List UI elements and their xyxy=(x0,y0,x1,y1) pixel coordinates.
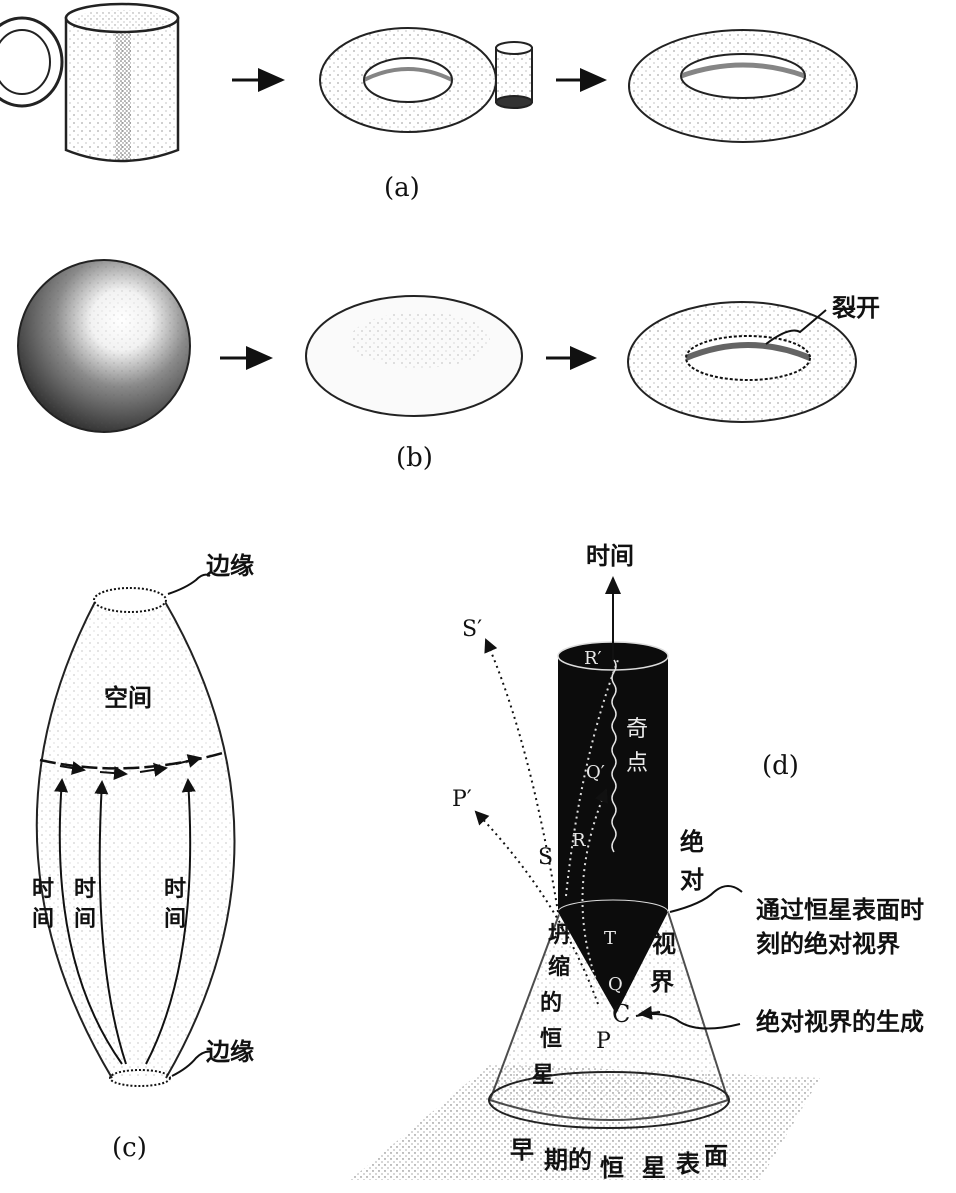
space-label: 空间 xyxy=(104,684,152,712)
horizon-label-2: 界 xyxy=(650,968,674,996)
caption-b: (b) xyxy=(396,443,433,473)
torus-with-handle-illustration xyxy=(319,27,533,133)
point-T: T xyxy=(604,928,616,949)
point-S-prime: S′ xyxy=(462,617,482,642)
tear-label: 裂开 xyxy=(832,294,880,322)
tear-pointer xyxy=(765,309,827,345)
time-label-2a: 时 xyxy=(74,877,96,902)
ray-inner-Q xyxy=(581,788,608,1001)
point-C: C xyxy=(612,1000,630,1028)
point-R: R xyxy=(572,830,586,851)
early-surface-2: 期的 xyxy=(544,1146,592,1174)
time-label-3a: 时 xyxy=(164,877,186,902)
time-label-3b: 间 xyxy=(164,907,186,932)
star-label-4: 恒 xyxy=(540,1026,562,1052)
mug-illustration xyxy=(0,2,180,163)
time-label-1b: 间 xyxy=(32,907,54,932)
early-surface-1: 早 xyxy=(510,1136,534,1164)
caption-c: (c) xyxy=(112,1133,147,1163)
point-Q-prime: Q′ xyxy=(586,762,605,783)
absolute-label-1: 绝 xyxy=(680,828,704,856)
point-P: P xyxy=(596,1029,611,1054)
time-label-1a: 时 xyxy=(32,877,54,902)
collapsing-star-cone xyxy=(488,911,730,1121)
star-label-5: 星 xyxy=(532,1063,554,1088)
sphere-illustration xyxy=(17,259,191,433)
horizon-through-surface-label-2: 刻的绝对视界 xyxy=(756,930,900,958)
torus-illustration xyxy=(628,29,858,143)
early-surface-4: 星 xyxy=(642,1154,666,1182)
torn-disc-illustration xyxy=(627,301,857,423)
point-R-prime: R′ xyxy=(584,648,602,669)
time-label-2b: 间 xyxy=(74,907,96,932)
space-slice xyxy=(39,750,227,770)
horizon-formation-label: 绝对视界的生成 xyxy=(756,1008,924,1036)
point-P-prime: P′ xyxy=(452,787,472,812)
star-label-3: 的 xyxy=(540,990,562,1016)
point-S: S xyxy=(538,845,553,870)
panel-d: 时间 奇 点 S′ P′ S R′ Q′ R T Q C P 绝 对 视 界 坍… xyxy=(350,542,924,1182)
spacetime-shell xyxy=(35,587,236,1087)
panel-b: 裂开 (b) xyxy=(17,259,880,473)
early-surface-6: 面 xyxy=(704,1142,728,1170)
absolute-label-2: 对 xyxy=(680,866,704,894)
top-edge-label: 边缘 xyxy=(206,552,254,580)
point-Q: Q xyxy=(608,974,623,995)
singularity-label-1: 奇 xyxy=(626,717,648,742)
singularity-label-2: 点 xyxy=(626,751,648,776)
caption-d: (d) xyxy=(762,751,799,781)
panel-c: 边缘 空间 时 间 时 间 时 间 边缘 (c) xyxy=(32,552,254,1163)
time-axis-label: 时间 xyxy=(586,542,634,570)
horizon-label-1: 视 xyxy=(652,930,676,958)
horizon-through-surface-label-1: 通过恒星表面时 xyxy=(756,896,924,924)
star-label-1: 坍 xyxy=(548,923,570,948)
time-line-3 xyxy=(145,778,196,1065)
black-hole-cylinder xyxy=(558,656,668,912)
horizon-cone xyxy=(558,912,668,1014)
bottom-edge-label: 边缘 xyxy=(206,1038,254,1066)
caption-a: (a) xyxy=(384,173,420,203)
panel-a: (a) xyxy=(0,2,858,203)
time-line-1 xyxy=(54,778,123,1065)
ray-S-to-Sprime xyxy=(484,638,559,913)
early-surface-5: 表 xyxy=(676,1150,701,1178)
ray-P-to-Pprime xyxy=(474,810,599,1005)
time-line-2 xyxy=(94,780,127,1065)
singularity-line xyxy=(611,659,617,853)
early-surface-3: 恒 xyxy=(600,1154,624,1182)
star-label-2: 缩 xyxy=(548,954,570,980)
flattened-disc-illustration xyxy=(305,295,523,417)
